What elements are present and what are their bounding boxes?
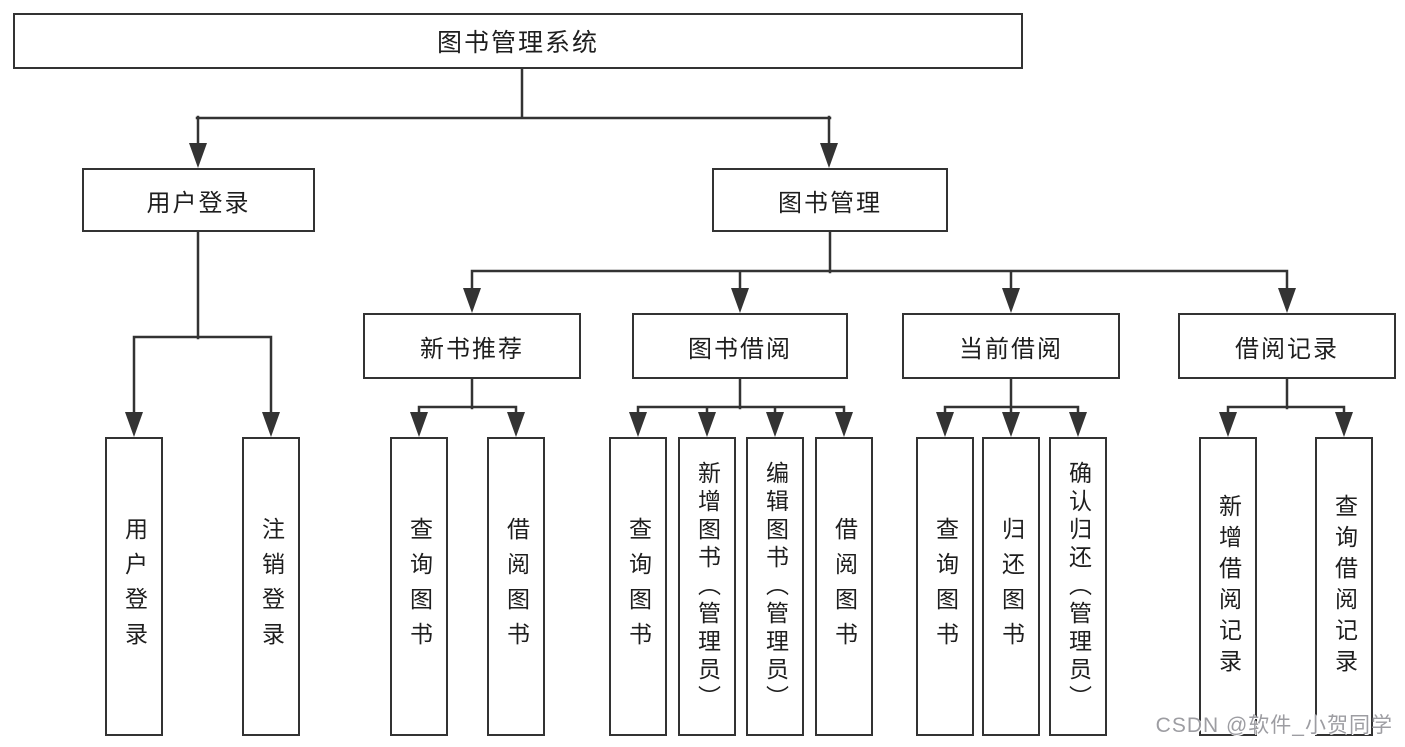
csdn-watermark: CSDN @软件_小贺同学 xyxy=(1155,714,1393,737)
node-label: 当前借阅 xyxy=(959,335,1063,363)
leaf-borrow-books: 借阅图书 xyxy=(815,437,873,736)
node-label: 借阅图书 xyxy=(503,516,530,657)
node-label: 用户登录 xyxy=(121,516,148,657)
node-borrowing-records: 借阅记录 xyxy=(1178,313,1396,379)
leaf-query-borrow-record: 查询借阅记录 xyxy=(1315,437,1373,736)
leaf-query-books-current: 查询图书 xyxy=(916,437,974,736)
node-label: 新增图书（管理员） xyxy=(694,460,721,713)
leaf-add-books-admin: 新增图书（管理员） xyxy=(678,437,736,736)
node-label: 借阅记录 xyxy=(1235,335,1339,363)
leaf-add-borrow-record: 新增借阅记录 xyxy=(1199,437,1257,736)
node-label: 查询借阅记录 xyxy=(1331,493,1358,680)
leaf-edit-books-admin: 编辑图书（管理员） xyxy=(746,437,804,736)
node-label: 归还图书 xyxy=(998,516,1025,657)
leaf-user-login: 用户登录 xyxy=(105,437,163,736)
node-current-borrowing: 当前借阅 xyxy=(902,313,1120,379)
node-book-management: 图书管理 xyxy=(712,168,948,232)
node-label: 编辑图书（管理员） xyxy=(762,460,789,713)
node-label: 图书借阅 xyxy=(688,335,792,363)
node-label: 用户登录 xyxy=(146,189,251,217)
leaf-query-books-recommend: 查询图书 xyxy=(390,437,448,736)
node-label: 新增借阅记录 xyxy=(1215,493,1242,680)
leaf-logout-login: 注销登录 xyxy=(242,437,300,736)
node-library-management-system: 图书管理系统 xyxy=(13,13,1023,69)
leaf-borrow-books-recommend: 借阅图书 xyxy=(487,437,545,736)
node-label: 图书管理系统 xyxy=(436,29,599,57)
node-label: 图书管理 xyxy=(778,189,882,217)
node-label: 查询图书 xyxy=(625,516,652,657)
node-book-borrowing: 图书借阅 xyxy=(632,313,848,379)
node-label: 新书推荐 xyxy=(420,335,524,363)
node-label: 确认归还（管理员） xyxy=(1065,460,1092,713)
node-user-login: 用户登录 xyxy=(82,168,315,232)
leaf-return-books: 归还图书 xyxy=(982,437,1040,736)
node-label: 查询图书 xyxy=(406,516,433,657)
node-label: 注销登录 xyxy=(258,516,285,657)
node-label: 借阅图书 xyxy=(831,516,858,657)
node-new-book-recommendation: 新书推荐 xyxy=(363,313,581,379)
leaf-query-books-borrowing: 查询图书 xyxy=(609,437,667,736)
node-label: 查询图书 xyxy=(932,516,959,657)
leaf-confirm-return-admin: 确认归还（管理员） xyxy=(1049,437,1107,736)
